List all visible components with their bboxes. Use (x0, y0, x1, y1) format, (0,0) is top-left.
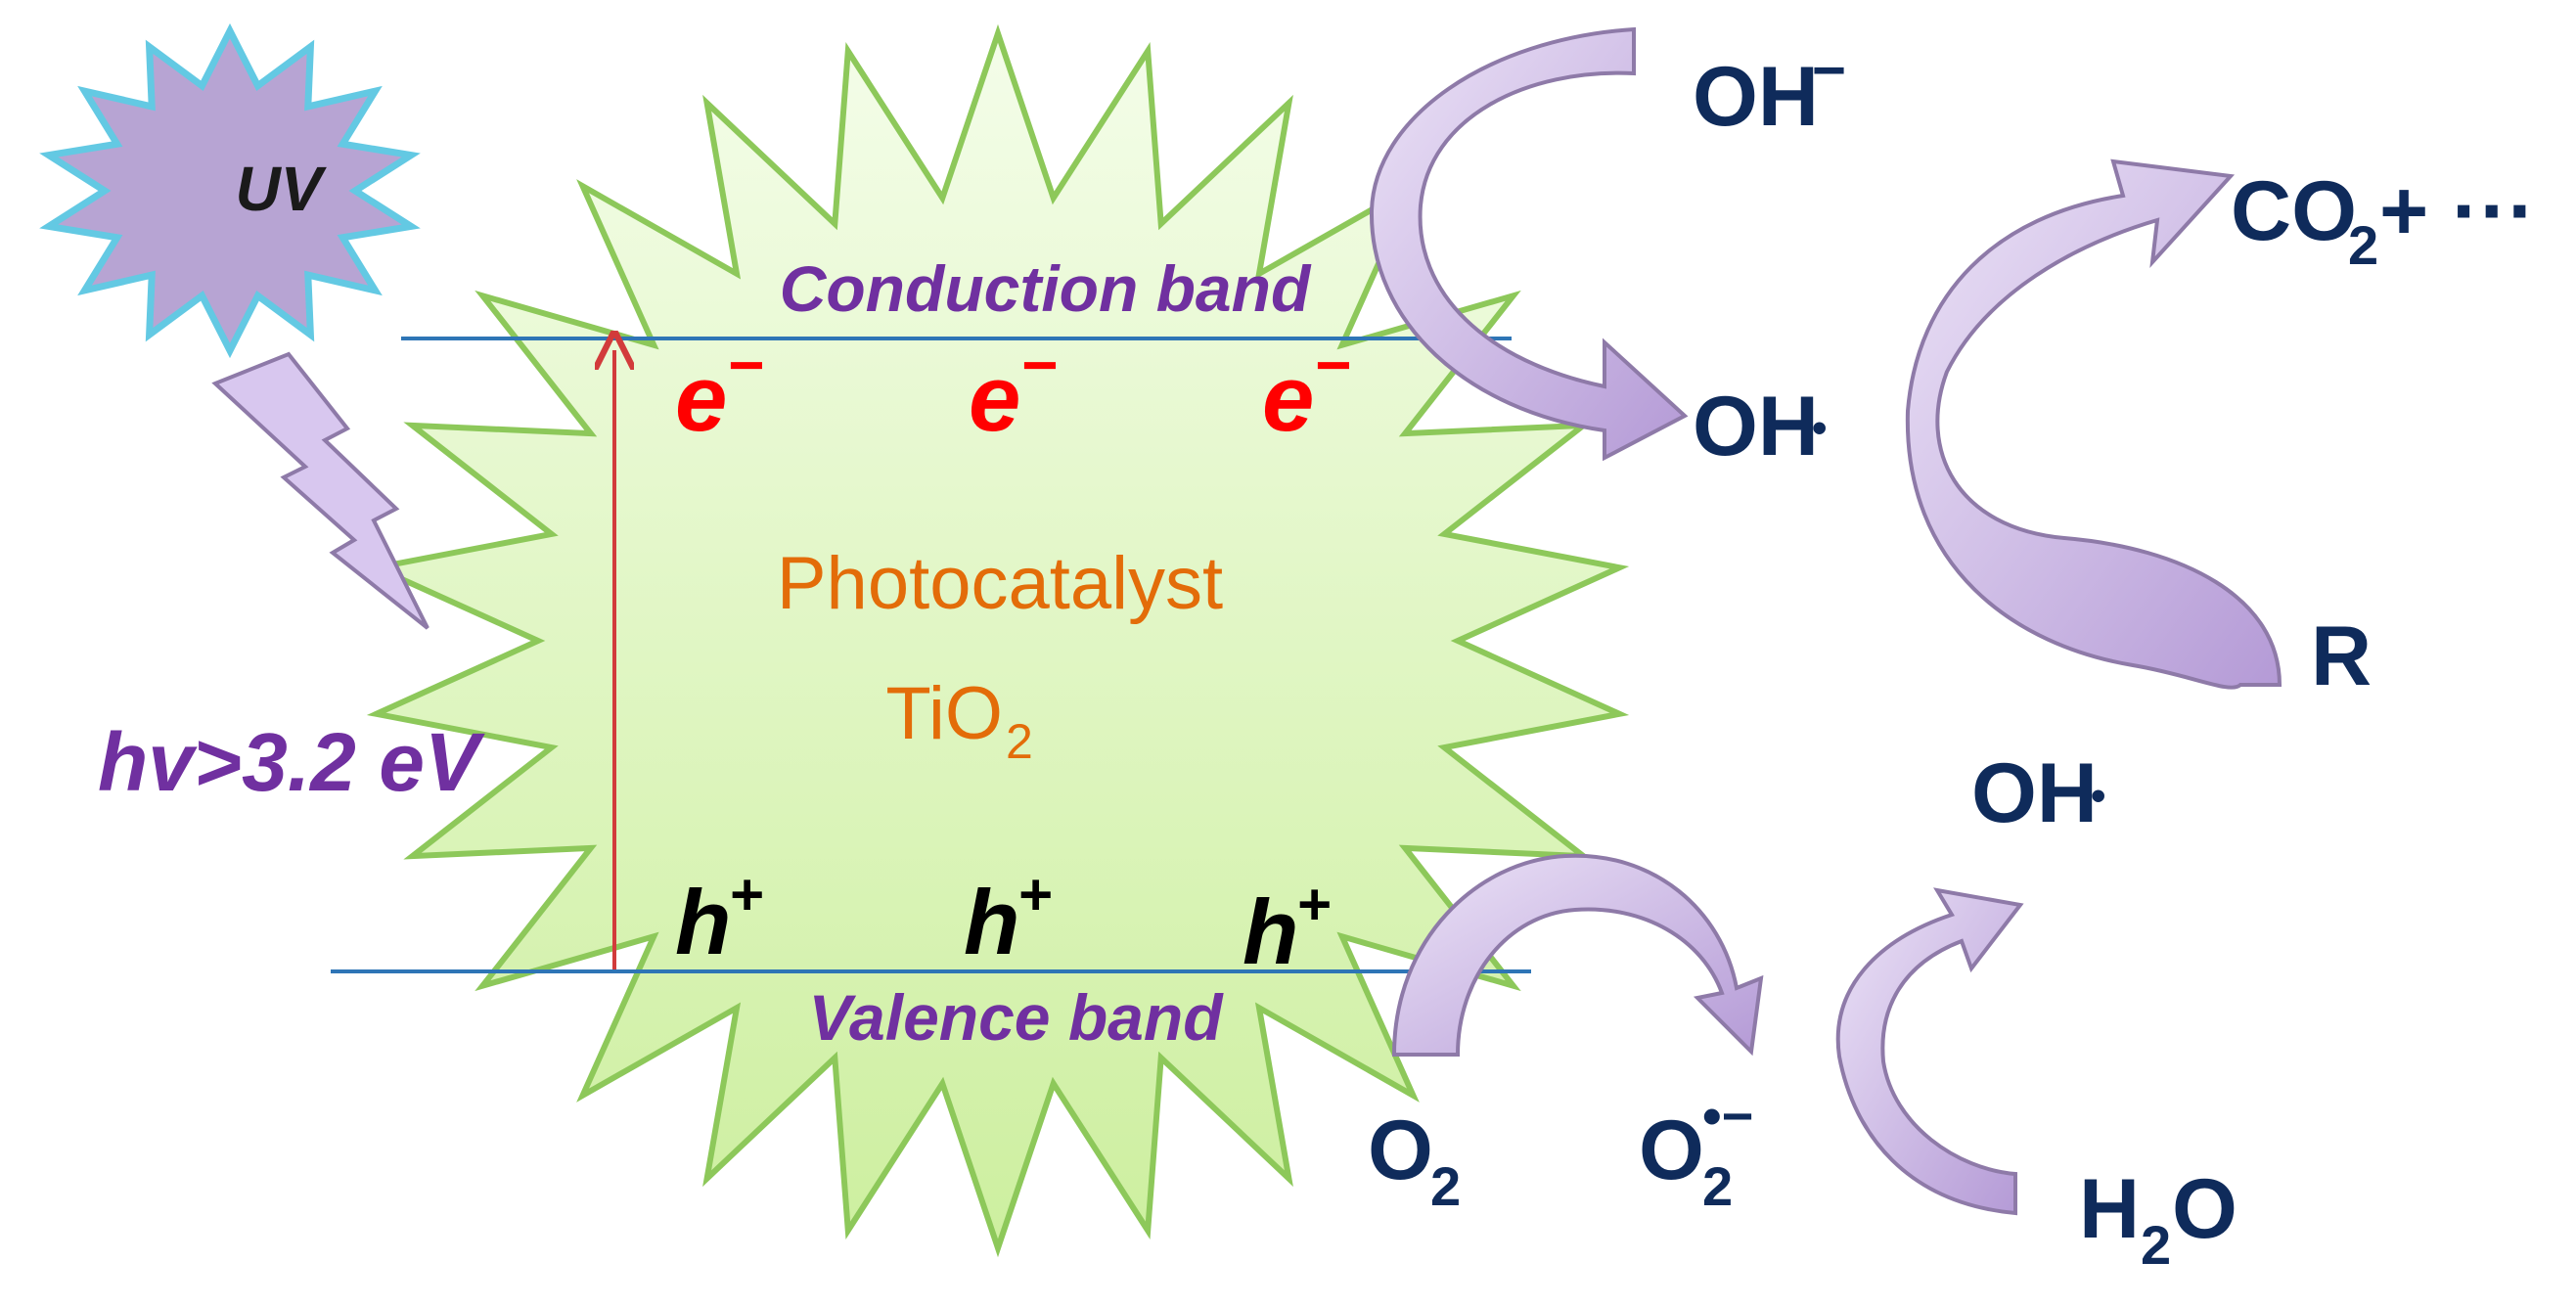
curved-arrow-oh-minus-to-radical (1369, 26, 1689, 462)
species-r: R (2311, 609, 2372, 703)
curved-arrow-r-to-co2 (1905, 158, 2282, 690)
hydroxyl-radical-formula: OH (1971, 746, 2098, 840)
hole-charge: + (1296, 872, 1331, 937)
water-h: H (2079, 1162, 2140, 1256)
catalyst-name: Photocatalyst (777, 542, 1223, 625)
species-hydroxyl-radical-bottom: OH • (1971, 746, 2105, 840)
o2-subscript: 2 (1430, 1155, 1461, 1217)
radical-dot: • (1812, 404, 1827, 452)
electron-symbol: e (675, 346, 727, 451)
electron-charge: − (727, 330, 763, 400)
photocatalyst-burst-shape (366, 23, 1630, 1258)
hole-symbol: h (1243, 880, 1298, 983)
electron-2: e − (969, 330, 1057, 451)
species-o2: O 2 (1368, 1103, 1461, 1217)
catalyst-formula: TiO (885, 672, 1003, 755)
uv-label: UV (236, 154, 328, 224)
hydroxide-formula: OH (1693, 50, 1819, 144)
species-hydroxide: OH − (1693, 37, 1846, 144)
electron-3: e − (1262, 330, 1350, 451)
superoxide-subscript: 2 (1702, 1155, 1733, 1217)
lightning-bolt-icon (211, 351, 429, 630)
electron-1: e − (675, 330, 763, 451)
species-co2: CO 2 + ··· (2231, 164, 2536, 276)
species-water: H 2 O (2079, 1162, 2237, 1276)
hole-2: h + (964, 862, 1052, 973)
water-subscript: 2 (2141, 1214, 2171, 1276)
water-o: O (2172, 1162, 2237, 1256)
electron-charge: − (1314, 330, 1350, 400)
catalyst-formula-subscript: 2 (1006, 714, 1033, 769)
species-hydroxyl-radical-top: OH • (1693, 380, 1827, 473)
hydroxide-charge: − (1812, 37, 1846, 103)
curved-arrow-h2o-to-radical (1835, 887, 2024, 1216)
hole-symbol: h (675, 871, 731, 973)
curved-arrow-o2-to-superoxide (1391, 853, 1764, 1057)
valence-band-label: Valence band (808, 981, 1224, 1054)
photon-energy-label: hv>3.2 eV (98, 716, 485, 808)
hole-symbol: h (964, 871, 1019, 973)
co2-subscript: 2 (2348, 214, 2378, 276)
superoxide-charge: •− (1702, 1085, 1753, 1147)
electron-charge: − (1020, 330, 1057, 400)
hole-1: h + (675, 862, 763, 973)
conduction-band-label: Conduction band (780, 252, 1312, 325)
co2-formula: CO (2231, 164, 2357, 258)
species-superoxide: O 2 •− (1639, 1085, 1753, 1217)
electron-symbol: e (969, 346, 1020, 451)
superoxide-formula: O (1639, 1103, 1704, 1197)
uv-burst-icon (39, 23, 421, 359)
radical-dot: • (2091, 772, 2105, 820)
hole-charge: + (729, 862, 763, 927)
hydroxyl-radical-formula: OH (1693, 380, 1819, 473)
co2-products: + ··· (2379, 164, 2536, 258)
hole-3: h + (1243, 872, 1331, 983)
o2-formula: O (1368, 1103, 1433, 1197)
electron-symbol: e (1262, 346, 1314, 451)
hole-charge: + (1017, 862, 1052, 927)
